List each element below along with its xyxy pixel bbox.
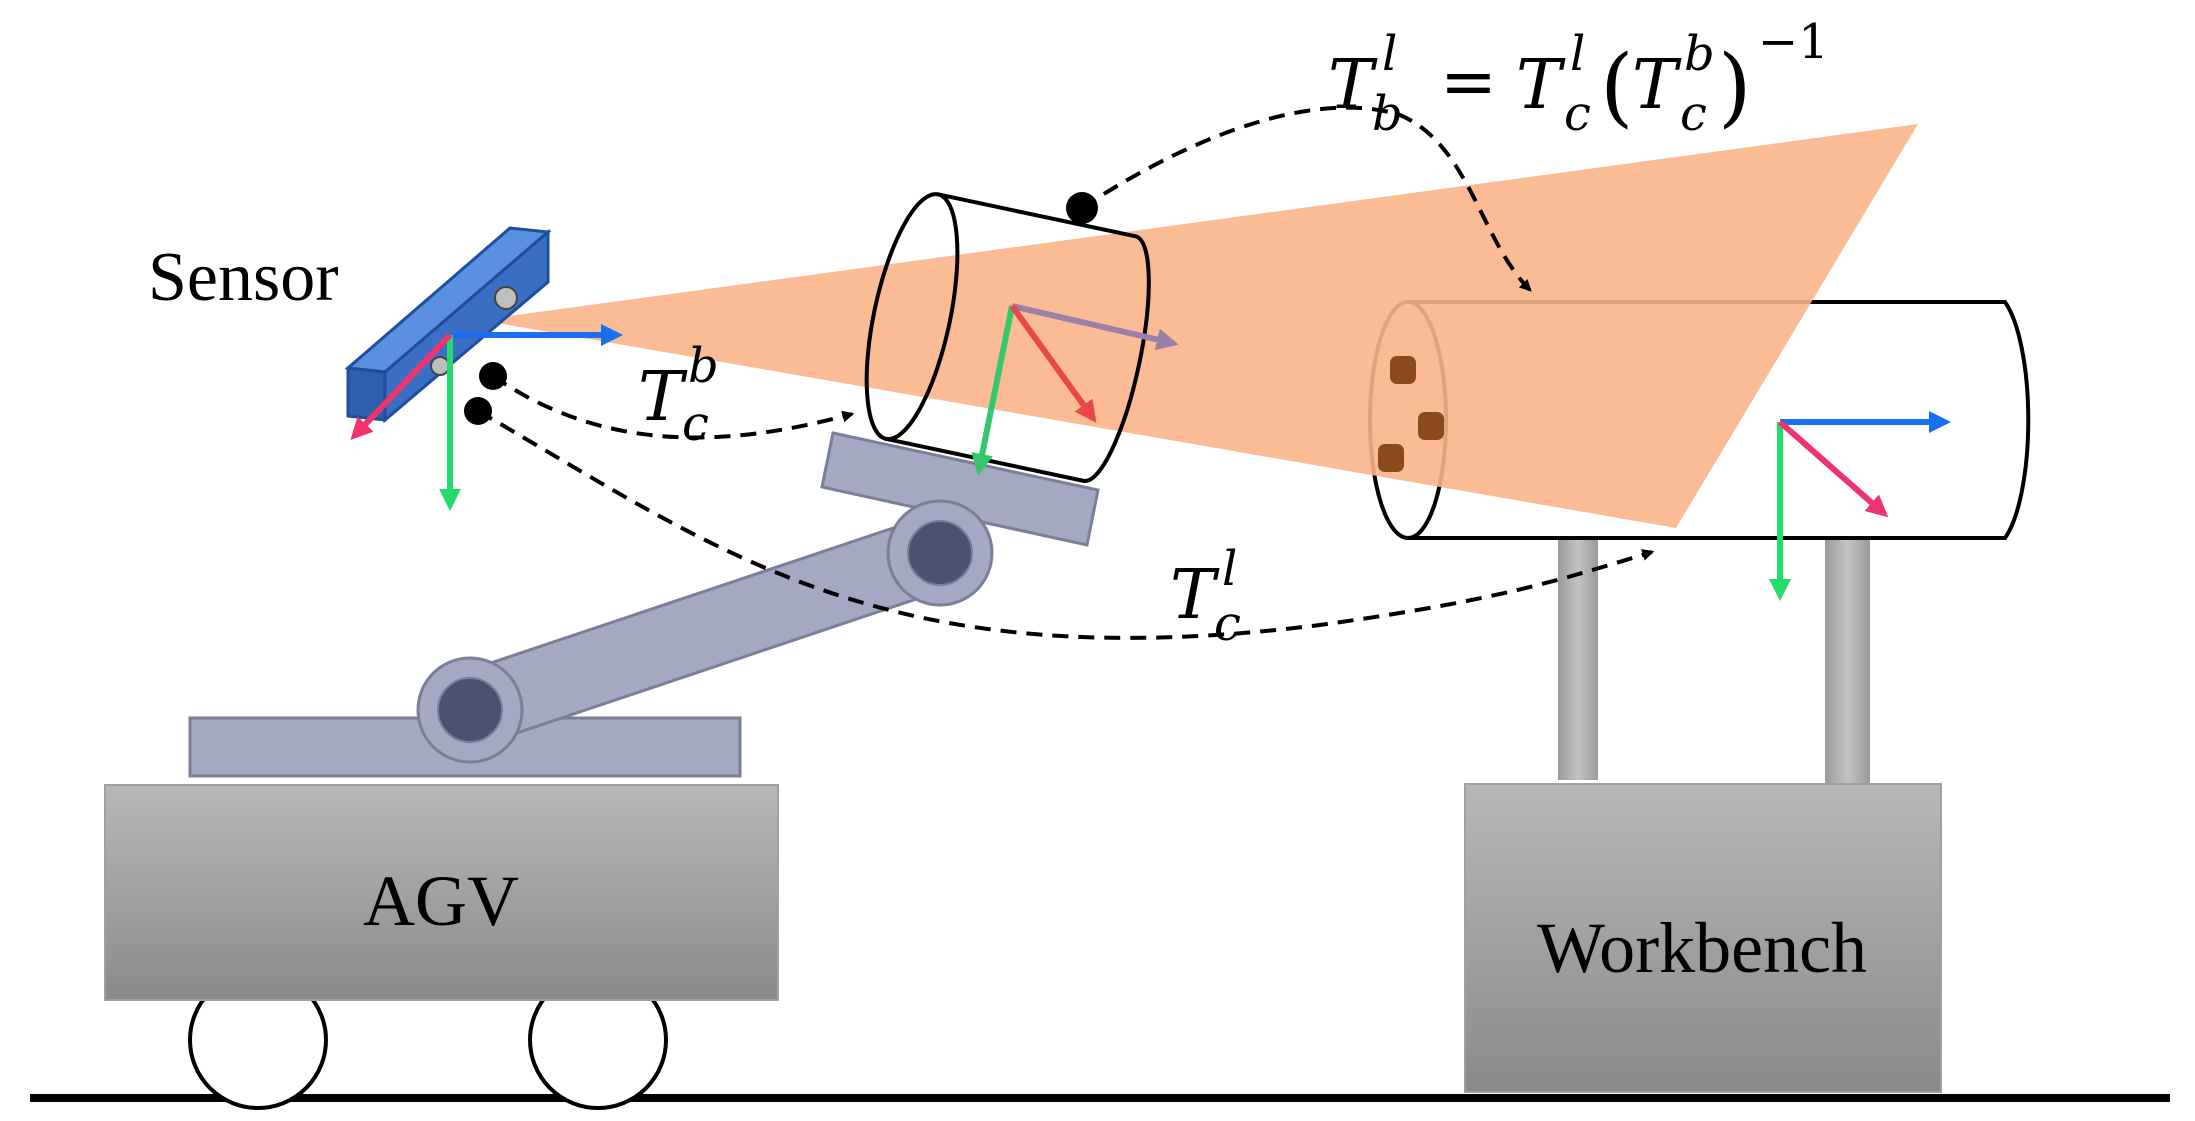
eq-r2-sup: b [1684, 26, 1715, 82]
arrow-t-c-b [491, 374, 855, 440]
eq-r2-base: T [1632, 46, 1682, 125]
label-t-c-b: T b c [638, 338, 719, 452]
eq-lhs-sup: l [1382, 26, 1397, 82]
held-workpiece [864, 192, 1151, 483]
eq-r1-sup: l [1570, 26, 1585, 82]
held-y-axis [971, 305, 1015, 476]
eq-close-paren: ) [1718, 37, 1752, 137]
label-t-c-l: T l c [1170, 541, 1241, 652]
workbench-label: Workbench [1537, 908, 1867, 988]
eq-r1-base: T [1516, 46, 1566, 125]
t-c-b-base: T [638, 358, 688, 437]
workpiece-hole-1 [1390, 356, 1416, 384]
eq-r1-sub: c [1564, 86, 1591, 142]
eq-lhs-sub: b [1372, 86, 1403, 142]
arm-link [449, 517, 961, 744]
held-z-axis [1009, 304, 1097, 423]
eq-lhs-base: T [1328, 46, 1378, 125]
agv-label: AGV [363, 861, 519, 941]
held-x-axis [1011, 303, 1179, 351]
arrow-t-b-l [1080, 105, 1532, 292]
sensor-device [344, 226, 552, 424]
held-cylinder-body [885, 192, 1151, 483]
sensor-lens-1 [494, 286, 518, 310]
eq-open-paren: ( [1600, 37, 1634, 137]
arm-joint-upper-core [907, 520, 973, 586]
held-cylinder-face [864, 192, 960, 442]
equation-relation: T l b = T l c ( T b c ) −1 [1328, 14, 1829, 142]
workbench-leg-left [1558, 540, 1598, 780]
camera-field-of-view [480, 124, 1918, 528]
workpiece-hole-3 [1378, 444, 1404, 472]
t-c-l-sup: l [1222, 541, 1237, 597]
workbench-leg-right [1825, 540, 1870, 785]
eq-r2-sub: c [1680, 86, 1707, 142]
arm-tool-plate [820, 431, 1100, 547]
sensor-z-axis [350, 332, 453, 440]
eq-exponent: −1 [1758, 14, 1829, 70]
bench-z-axis [1778, 419, 1889, 518]
sensor-label: Sensor [148, 239, 339, 316]
workbench-body [1464, 783, 1942, 1093]
t-c-l-base: T [1170, 556, 1220, 635]
sensor-lens-2 [430, 356, 450, 376]
workpiece-hole-2 [1418, 412, 1444, 440]
t-c-b-sub: c [682, 396, 709, 452]
arm-joint-lower-core [437, 677, 503, 743]
t-c-l-sub: c [1214, 596, 1241, 652]
t-c-b-sup: b [688, 338, 719, 394]
agv-body [104, 784, 779, 1001]
eq-equals: = [1440, 43, 1497, 122]
